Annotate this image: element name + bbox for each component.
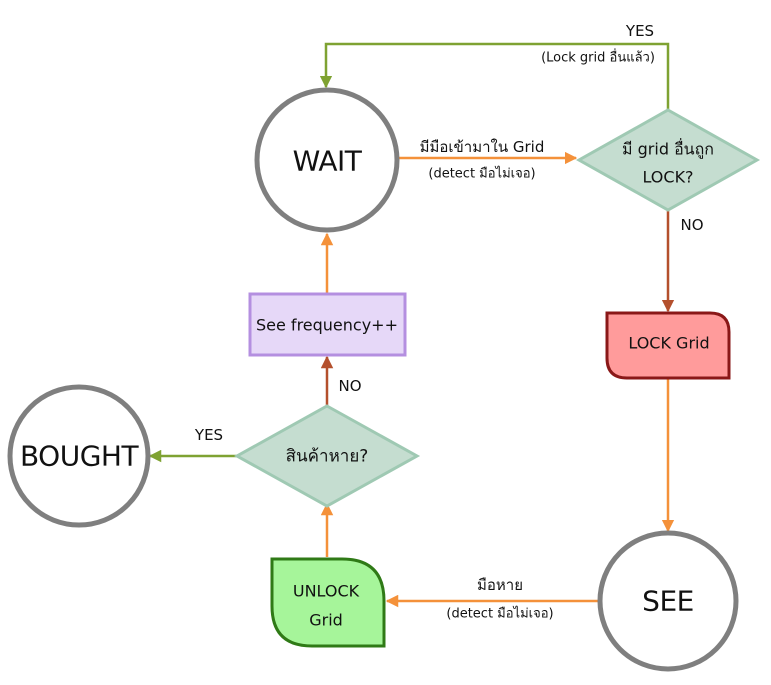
edge-wait-to-decision-label: มีมือเข้ามาใน Grid: [419, 138, 545, 156]
process-lock-grid: [605, 311, 731, 380]
state-wait-label: WAIT: [292, 144, 362, 178]
state-bought-label: BOUGHT: [19, 439, 139, 473]
decision-item-gone: [233, 404, 421, 508]
decision-grid-locked-line2: LOCK?: [642, 167, 694, 187]
process-see-frequency: [248, 292, 407, 357]
edge-decision-yes-to-wait: [319, 42, 670, 110]
item-gone-no-label: NO: [338, 377, 362, 395]
edge-wait-to-decision-sublabel: (detect มือไม่เจอ): [428, 166, 536, 182]
state-bought: [7, 384, 151, 528]
decision-grid-locked: [575, 108, 761, 212]
process-unlock-grid-line2: Grid: [309, 610, 343, 630]
process-lock-grid-label: LOCK Grid: [628, 333, 710, 353]
process-see-frequency-label: See frequency++: [256, 315, 398, 335]
state-wait: [254, 87, 400, 233]
process-unlock-grid: [270, 557, 386, 648]
state-see-label: SEE: [642, 584, 694, 618]
decision-grid-locked-line1: มี grid อื่นถูก: [622, 139, 714, 159]
decision-item-gone-label: สินค้าหาย?: [285, 446, 369, 467]
decision-no-label: NO: [680, 216, 704, 234]
state-see: [597, 530, 739, 672]
edge-see-to-unlock-label: มือหาย: [477, 576, 523, 594]
edge-see-to-unlock-sublabel: (detect มือไม่เจอ): [446, 606, 554, 622]
item-gone-yes-label: YES: [194, 426, 224, 444]
decision-yes-sublabel: (Lock grid อื่นแล้ว): [541, 50, 655, 66]
process-unlock-grid-line1: UNLOCK: [292, 581, 360, 601]
decision-yes-label: YES: [625, 22, 655, 40]
